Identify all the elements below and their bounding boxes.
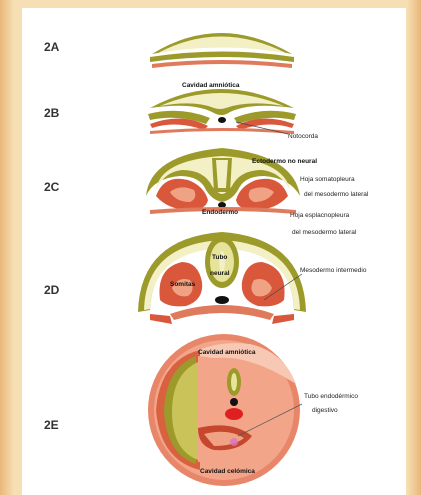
stage-2b-drawing — [148, 89, 296, 134]
label-mesodermo-intermedio: Mesodermo intermedio — [300, 267, 366, 274]
stage-label-2b: 2B — [44, 106, 59, 120]
stage-label-2e: 2E — [44, 418, 59, 432]
label-hoja-somatopleura-1: Hoja somatopleura — [300, 176, 355, 183]
label-cavidad-amniotica-2e: Cavidad amniótica — [198, 349, 255, 356]
stage-2e-drawing — [148, 334, 302, 486]
label-cavidad-celomica: Cavidad celómica — [200, 468, 255, 475]
stage-label-2c: 2C — [44, 180, 59, 194]
label-hoja-esplacnopleura-2: del mesodermo lateral — [292, 229, 356, 236]
label-hoja-somatopleura-2: del mesodermo lateral — [304, 191, 368, 198]
label-endodermo: Endodermo — [202, 209, 238, 216]
stage-label-2a: 2A — [44, 40, 59, 54]
label-tubo-endodermico-1: Tubo endodérmico — [304, 393, 358, 400]
label-cavidad-amniotica-2b: Cavidad amniótica — [182, 82, 239, 89]
label-somitas: Somitas — [170, 281, 195, 288]
stage-2a-drawing — [150, 33, 294, 68]
label-ectodermo-no-neural: Ectodermo no neural — [252, 158, 317, 165]
stage-2d-drawing — [138, 232, 306, 324]
label-tubo-neural-1: Tubo — [212, 254, 227, 261]
label-tubo-endodermico-2: digestivo — [312, 407, 338, 414]
stage-label-2d: 2D — [44, 283, 59, 297]
label-tubo-neural-2: neural — [210, 270, 230, 277]
label-hoja-esplacnopleura-1: Hoja esplacnopleura — [290, 212, 349, 219]
label-notocorda: Notocorda — [288, 133, 318, 140]
